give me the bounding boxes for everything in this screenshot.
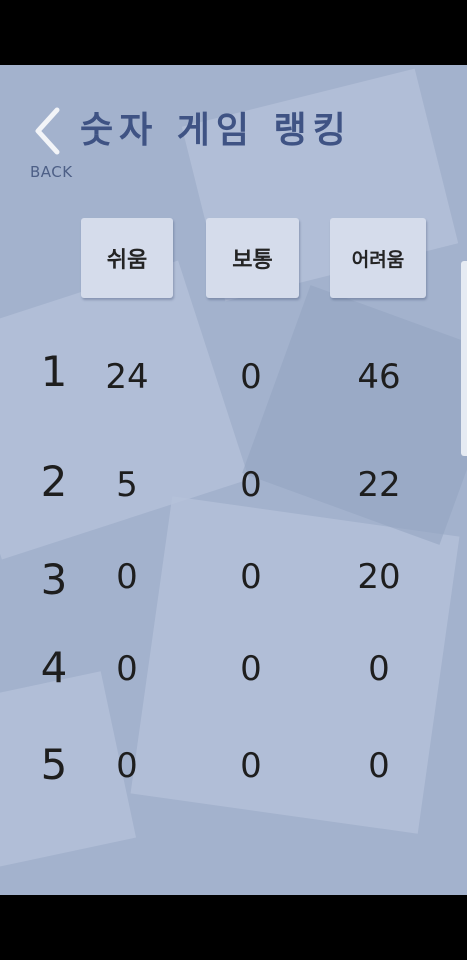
chevron-left-icon — [35, 107, 60, 155]
easy-score: 5 — [116, 465, 138, 505]
navigation-bar — [0, 895, 467, 960]
rank-number: 2 — [40, 457, 68, 506]
ranking-row: 5 0 0 0 — [0, 740, 467, 800]
ranking-row: 4 0 0 0 — [0, 643, 467, 703]
page-title: 숫자 게임 랭킹 — [80, 110, 352, 151]
ranking-row: 2 5 0 22 — [0, 457, 467, 517]
easy-score: 0 — [116, 649, 138, 689]
hard-score: 22 — [357, 465, 401, 505]
scroll-indicator[interactable] — [461, 261, 467, 456]
rank-number: 3 — [40, 555, 68, 604]
easy-score: 0 — [116, 557, 138, 597]
rank-number: 5 — [40, 740, 68, 789]
ranking-screen: BACK 숫자 게임 랭킹 쉬움 보통 어려움 1 24 0 46 2 5 0 … — [0, 65, 467, 895]
tab-normal[interactable]: 보통 — [206, 218, 299, 298]
back-label: BACK — [30, 163, 73, 181]
tab-easy[interactable]: 쉬움 — [81, 218, 173, 298]
normal-score: 0 — [240, 465, 262, 505]
tab-hard[interactable]: 어려움 — [330, 218, 426, 298]
hard-score: 0 — [368, 649, 390, 689]
back-button[interactable]: BACK — [28, 105, 88, 185]
easy-score: 0 — [116, 746, 138, 786]
rank-number: 4 — [40, 643, 68, 692]
ranking-row: 3 0 0 20 — [0, 555, 467, 615]
normal-score: 0 — [240, 746, 262, 786]
ranking-row: 1 24 0 46 — [0, 347, 467, 407]
rank-number: 1 — [40, 347, 68, 396]
status-bar — [0, 0, 467, 65]
hard-score: 20 — [357, 557, 401, 597]
normal-score: 0 — [240, 649, 262, 689]
hard-score: 0 — [368, 746, 390, 786]
normal-score: 0 — [240, 557, 262, 597]
hard-score: 46 — [357, 357, 401, 397]
normal-score: 0 — [240, 357, 262, 397]
easy-score: 24 — [105, 357, 149, 397]
